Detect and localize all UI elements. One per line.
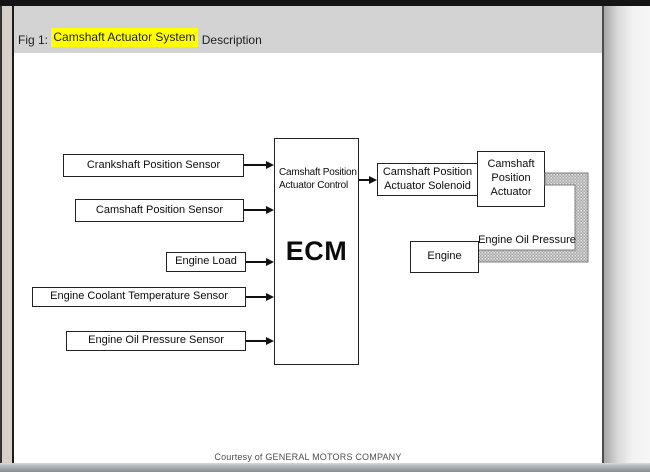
engine-oil-pressure-label: Engine Oil Pressure bbox=[478, 234, 576, 246]
box-engine: Engine bbox=[410, 241, 479, 273]
figure-window: Fig 1: Camshaft Actuator System Descript… bbox=[12, 6, 604, 463]
window-top-border bbox=[0, 0, 650, 6]
diagram-canvas: Crankshaft Position Sensor Camshaft Posi… bbox=[14, 53, 602, 463]
box-camshaft-position-actuator-solenoid: Camshaft Position Actuator Solenoid bbox=[377, 163, 478, 196]
flow-arrow-ecm-to-solenoid bbox=[359, 176, 377, 184]
title-search-highlight: Camshaft Actuator System bbox=[51, 28, 199, 47]
box-label: Camshaft Position Sensor bbox=[95, 203, 224, 216]
figure-title-suffix: Description bbox=[198, 33, 262, 47]
flow-arrow-load-to-ecm bbox=[246, 258, 274, 266]
flow-arrow-oilpressure-to-ecm bbox=[246, 337, 274, 345]
left-gutter bbox=[0, 6, 12, 463]
box-label: Engine bbox=[427, 250, 462, 263]
flow-arrow-camshaft-to-ecm bbox=[244, 206, 274, 214]
figure-title-prefix: Fig 1: bbox=[18, 33, 52, 47]
box-engine-load: Engine Load bbox=[166, 252, 246, 272]
box-label: Crankshaft Position Sensor bbox=[86, 158, 221, 171]
box-label: Camshaft Position Actuator bbox=[487, 158, 535, 198]
box-label: Engine Oil Pressure Sensor bbox=[88, 334, 224, 347]
oil-pressure-pipe bbox=[477, 172, 589, 263]
bottom-bar bbox=[0, 463, 650, 472]
box-label: Camshaft Position Actuator Solenoid bbox=[382, 165, 473, 192]
box-ecm: Camshaft Position Actuator Control ECM bbox=[274, 138, 359, 365]
figure-titlebar: Fig 1: Camshaft Actuator System Descript… bbox=[14, 6, 602, 53]
flow-arrow-coolant-to-ecm bbox=[246, 293, 274, 301]
ecm-title: ECM bbox=[285, 236, 348, 266]
box-camshaft-position-sensor: Camshaft Position Sensor bbox=[75, 199, 244, 222]
box-engine-oil-pressure-sensor: Engine Oil Pressure Sensor bbox=[66, 331, 246, 351]
content-edge-shadow bbox=[604, 6, 650, 463]
courtesy-note: Courtesy of GENERAL MOTORS COMPANY bbox=[214, 452, 402, 462]
box-camshaft-position-actuator: Camshaft Position Actuator bbox=[477, 151, 545, 207]
box-engine-coolant-temperature-sensor: Engine Coolant Temperature Sensor bbox=[32, 287, 246, 307]
box-label: Engine Coolant Temperature Sensor bbox=[50, 290, 228, 303]
flow-arrow-crankshaft-to-ecm bbox=[244, 161, 274, 169]
ecm-control-label: Camshaft Position Actuator Control bbox=[279, 167, 357, 191]
box-crankshaft-position-sensor: Crankshaft Position Sensor bbox=[63, 154, 244, 177]
box-label: Engine Load bbox=[175, 255, 237, 268]
